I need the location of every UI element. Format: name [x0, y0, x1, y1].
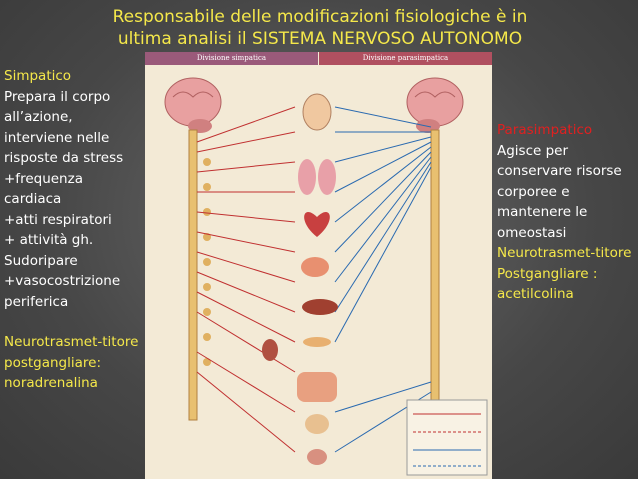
- anatomy-illustration: [164, 77, 488, 476]
- sympathetic-effect-vasoconstriction: +vasocostrizione periferica: [4, 273, 121, 310]
- parasympathetic-desc: Agisce per conservare risorse corporee e…: [497, 142, 622, 241]
- parasympathetic-text: Parasimpatico Agisce per conservare riso…: [497, 120, 637, 305]
- sympathetic-nerves: [196, 106, 296, 453]
- sympathetic-effect-sweat: + attività gh. Sudoripare: [4, 232, 94, 269]
- figure-legend: [406, 399, 488, 476]
- bladder-organ: [305, 414, 329, 434]
- sympathetic-neurotransmitter: Neurotrasmet-titore postgangliare: norad…: [4, 334, 139, 391]
- liver-organ: [302, 299, 338, 315]
- lungs-organ: [298, 159, 336, 195]
- parasympathetic-heading: Parasimpatico: [497, 122, 593, 138]
- sympathetic-effect-heart: +frequenza cardiaca: [4, 170, 83, 208]
- sympathetic-ganglion-chain: [203, 158, 211, 366]
- figure-header-sympathetic: Divisione simpatica: [145, 52, 318, 65]
- pancreas-organ: [303, 337, 331, 347]
- kidney-organ: [262, 339, 278, 361]
- slide-title: Responsabile delle modificazioni fisiolo…: [40, 6, 600, 50]
- autonomic-nervous-system-figure: Divisione simpatica Divisione parasimpat…: [145, 52, 492, 479]
- sympathetic-text: Simpatico Prepara il corpo all’azione, i…: [4, 66, 142, 394]
- figure-header-parasympathetic: Divisione parasimpatica: [319, 52, 492, 65]
- parasympathetic-neurotransmitter: Neurotrasmet-titore Postgangliare : acet…: [497, 245, 632, 302]
- face-organ: [302, 93, 332, 131]
- parasympathetic-nerves: [334, 106, 432, 453]
- parasympathetic-spinal-cord: [430, 129, 440, 421]
- sympathetic-desc: Prepara il corpo all’azione, interviene …: [4, 88, 124, 167]
- sympathetic-heading: Simpatico: [4, 68, 72, 84]
- intestine-organ: [297, 372, 337, 402]
- stomach-organ: [301, 257, 329, 277]
- sympathetic-effect-breath: +atti respiratori: [4, 211, 112, 228]
- parasympathetic-brain: [406, 77, 464, 133]
- heart-organ: [304, 211, 330, 237]
- title-line-1: Responsabile delle modificazioni fisiolo…: [112, 7, 528, 27]
- sympathetic-brain: [164, 77, 222, 133]
- title-line-2: ultima analisi il SISTEMA NERVOSO AUTONO…: [117, 29, 523, 49]
- reproductive-organ: [307, 449, 327, 465]
- sympathetic-spinal-cord: [188, 129, 198, 421]
